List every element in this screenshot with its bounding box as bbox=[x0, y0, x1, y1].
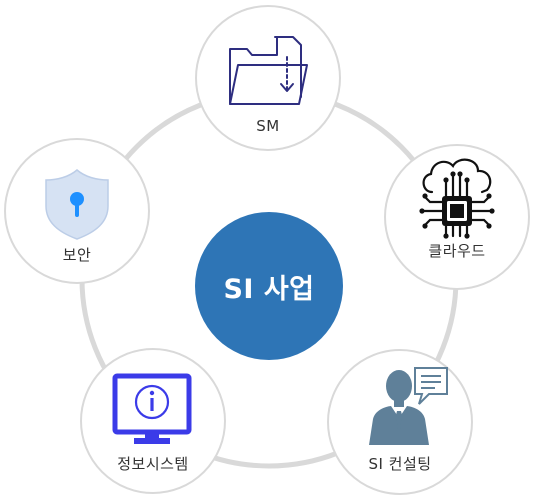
node-infosys-label: 정보시스템 bbox=[117, 455, 189, 473]
folder-download-icon bbox=[229, 36, 308, 105]
center-circle: SI 사업 bbox=[195, 212, 343, 360]
node-consult: SI 컨설팅 bbox=[327, 349, 473, 495]
node-infosys: 정보시스템 bbox=[80, 348, 226, 494]
node-consult-label: SI 컨설팅 bbox=[368, 455, 432, 473]
cloud-chip-icon bbox=[419, 158, 495, 239]
consultant-speech-icon bbox=[369, 367, 448, 445]
node-security: 보안 bbox=[4, 138, 150, 284]
monitor-info-icon bbox=[112, 373, 192, 444]
shield-keyhole-icon bbox=[45, 169, 109, 240]
node-security-label: 보안 bbox=[62, 246, 92, 264]
node-sm: SM bbox=[195, 5, 341, 151]
center-label: SI 사업 bbox=[223, 274, 315, 305]
node-sm-label: SM bbox=[256, 117, 280, 135]
node-cloud: 클라우드 bbox=[384, 144, 530, 290]
node-cloud-label: 클라우드 bbox=[428, 242, 486, 260]
